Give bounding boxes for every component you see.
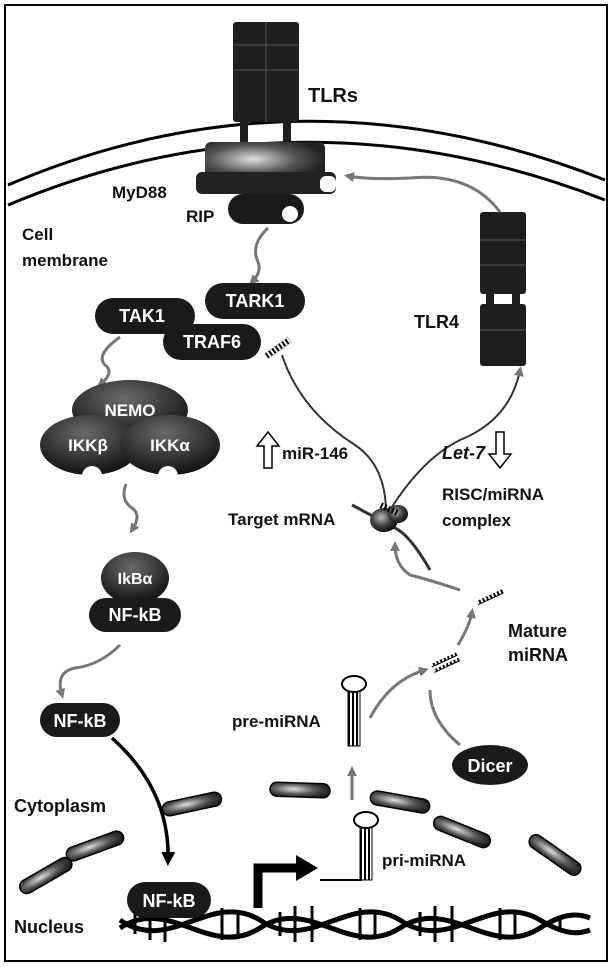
- nfkb-cytoplasm: [40, 703, 120, 737]
- mir146-label: miR-146: [282, 444, 348, 463]
- arrow-tak1-to-ikk: [96, 335, 121, 388]
- let7-down-arrow: [487, 431, 513, 470]
- risc-complex: [370, 501, 408, 532]
- dicer-connector: [428, 689, 461, 747]
- risc-complex-label: complex: [442, 511, 512, 530]
- mature-mirna: [476, 589, 504, 606]
- ikkb-label: IKKβ: [68, 436, 108, 455]
- tlrs-label: TLRs: [308, 85, 358, 107]
- arrow-duplex-to-mature: [456, 608, 477, 646]
- mrna-fragment: [264, 337, 292, 359]
- pri-mirna-hairpin: [320, 811, 379, 881]
- arrow-tlr4-to-membrane: [344, 172, 502, 213]
- target-mrna-strand: [281, 354, 524, 571]
- myd88-complex: [196, 142, 336, 194]
- arrow-rip-to-tark1: [249, 226, 270, 285]
- dicer-enzyme: [452, 745, 528, 785]
- myd88-label: MyD88: [112, 183, 167, 202]
- nucleus-label: Nucleus: [14, 917, 84, 937]
- membrane-label: membrane: [22, 251, 108, 270]
- tlr4-receptor: [480, 212, 526, 366]
- transcription-start-arrow: [253, 855, 318, 908]
- nemo-label: NEMO: [105, 401, 156, 420]
- nfkb-complex-label: NF-kB: [109, 605, 162, 625]
- arrow-to-nfkb-cytoplasm: [55, 643, 122, 699]
- target-mrna-label: Target mRNA: [228, 510, 335, 529]
- arrow-ikk-to-ikba: [122, 483, 140, 534]
- nfkb-nucleus-label: NF-kB: [143, 891, 196, 911]
- rip-label: RIP: [186, 207, 214, 226]
- tak1-label: TAK1: [119, 306, 165, 326]
- mir146-up-arrow: [255, 430, 281, 469]
- mirna-duplex: [430, 652, 461, 673]
- cell-label: Cell: [22, 225, 53, 244]
- risc-label: RISC/miRNA: [442, 485, 544, 504]
- pre-mirna-label: pre-miRNA: [232, 712, 321, 731]
- let7-label: Let-7: [442, 443, 486, 463]
- tlrs-receptor: [233, 22, 299, 142]
- traf6-label: TRAF6: [183, 332, 241, 352]
- mature-mirna-label: miRNA: [508, 645, 568, 665]
- rip-protein: [228, 194, 304, 224]
- arrow-nfkb-to-nucleus: [110, 736, 176, 866]
- arrow-pre-to-duplex: [368, 666, 429, 719]
- ikka-label: IKKα: [150, 436, 190, 455]
- ikk-complex: [40, 380, 220, 486]
- ikba-label: IkBα: [118, 571, 153, 588]
- pri-mirna-label: pri-miRNA: [382, 851, 466, 870]
- arrow-mature-to-risc: [390, 541, 461, 592]
- nuclear-membrane: [18, 781, 582, 895]
- nfkb-cytoplasm-label: NF-kB: [54, 711, 107, 731]
- dicer-label: Dicer: [467, 756, 512, 776]
- figure-border: [4, 4, 608, 962]
- tak1-complex: [95, 283, 305, 360]
- cytoplasm-label: Cytoplasm: [14, 796, 106, 816]
- tlr4-label: TLR4: [414, 312, 459, 332]
- mature-label: Mature: [508, 621, 567, 641]
- tark1-label: TARK1: [226, 291, 285, 311]
- nfkb-nucleus: [127, 882, 211, 918]
- pre-mirna-hairpin: [341, 675, 367, 747]
- ikba-nfkb-complex: [89, 552, 181, 632]
- cell-membrane-outer: [7, 119, 606, 187]
- dna-helix: [118, 906, 591, 942]
